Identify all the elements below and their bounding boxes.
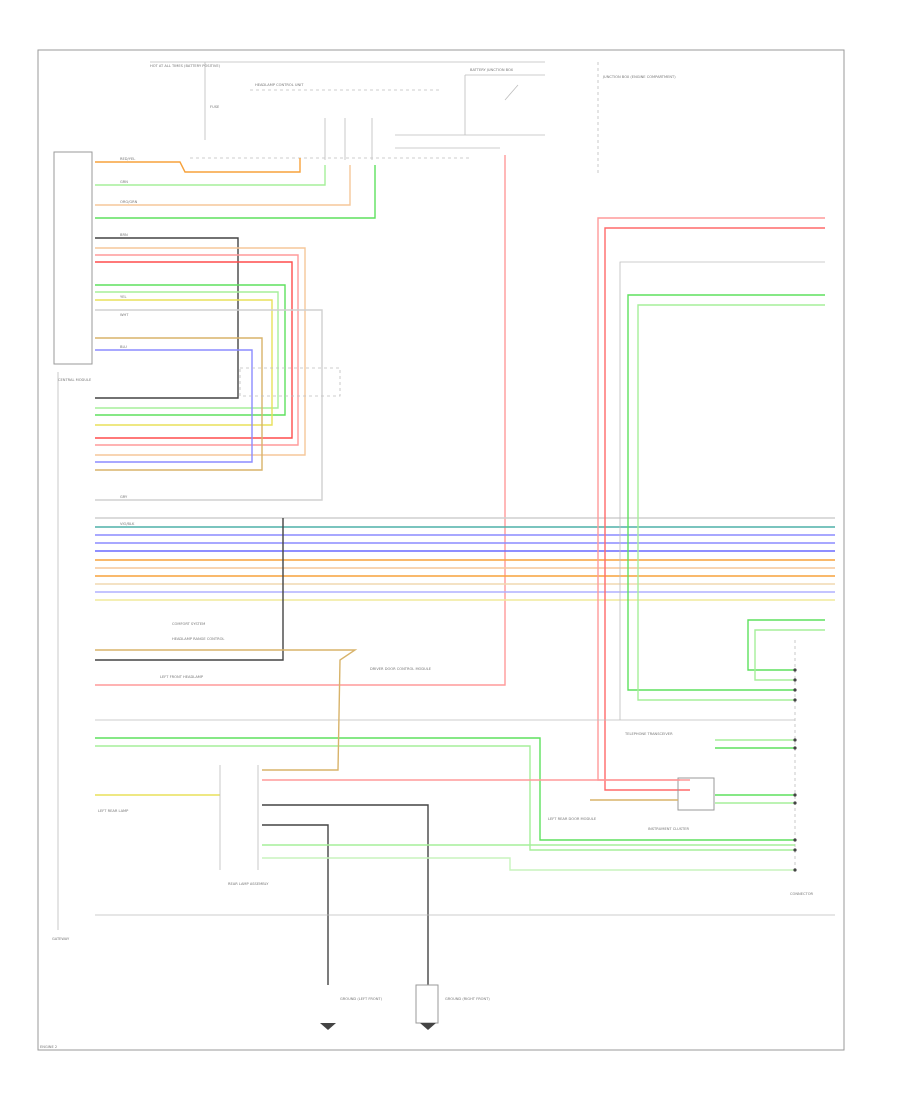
wire-pink-right: [597, 217, 825, 781]
terminal-dot: [793, 738, 797, 742]
wire-red-trunk: [95, 155, 506, 686]
label-ground-right: GROUND (RIGHT FRONT): [445, 997, 490, 1001]
wire-tan-2: [95, 337, 263, 471]
label-telephone: TELEPHONE TRANSCEIVER: [624, 732, 673, 736]
wire-lightgreen-1: [95, 165, 326, 186]
label-top-note: HOT AT ALL TIMES (BATTERY POSITIVE): [150, 64, 221, 68]
label-comfort-system: COMFORT SYSTEM: [172, 622, 205, 626]
wire-dark-ground-left: [262, 824, 329, 985]
ground-symbol-right: [420, 1023, 436, 1030]
label-rear-assembly: REAR LAMP ASSEMBLY: [228, 882, 269, 886]
splice-box: [239, 367, 341, 397]
label-wire-yel: YEL: [120, 295, 126, 299]
label-left-front-lamp: LEFT FRONT HEADLAMP: [160, 675, 204, 679]
diagram-frame: [37, 49, 845, 1051]
terminal-dot: [793, 801, 797, 805]
wire-dark-ground-right: [262, 804, 429, 985]
wire-green-right-3: [747, 619, 825, 671]
label-wire-grn: GRN: [120, 180, 128, 184]
wire-green-3: [95, 291, 279, 409]
label-battery-junction: BATTERY JUNCTION BOX: [470, 68, 514, 72]
label-wire-vio: VIO/BLK: [120, 522, 135, 526]
label-headlamp-control: HEADLAMP CONTROL UNIT: [255, 83, 304, 87]
terminal-dot: [793, 868, 797, 872]
wire-green-1: [95, 165, 376, 219]
wire-green-right-4: [754, 629, 825, 681]
terminal-dot: [793, 678, 797, 682]
wire-dark-vertical: [95, 518, 284, 661]
label-headlamp-range: HEADLAMP RANGE CONTROL: [172, 637, 224, 641]
label-gateway: GATEWAY: [52, 937, 70, 941]
terminal-dot: [793, 688, 797, 692]
terminal-dot: [793, 793, 797, 797]
label-fuse-box: FUSE: [210, 105, 220, 109]
terminal-dot: [793, 746, 797, 750]
wire-green-right-2: [637, 304, 825, 701]
wire-blue-2: [95, 349, 253, 463]
wire-peach-2: [95, 247, 306, 456]
wire-green-right-1: [627, 294, 825, 691]
wire-green-2: [95, 284, 286, 416]
wire-green-lower-1: [95, 737, 795, 841]
label-driver-door: DRIVER DOOR CONTROL MODULE: [370, 667, 432, 671]
terminal-dot: [793, 838, 797, 842]
label-instrument-cluster: INSTRUMENT CLUSTER: [648, 827, 689, 831]
terminal-dot: [793, 668, 797, 672]
label-connector-ref: CONNECTOR: [790, 892, 814, 896]
switch-arm: [504, 84, 519, 101]
label-wire-brn: BRN: [120, 233, 128, 237]
label-wire-gry: GRY: [120, 495, 128, 499]
wire-red-right: [604, 227, 825, 791]
label-junction-box: JUNCTION BOX (ENGINE COMPARTMENT): [602, 75, 676, 79]
wire-tan-lower: [95, 649, 358, 771]
label-left-rear: LEFT REAR LAMP: [98, 809, 129, 813]
wire-pink-2: [95, 254, 299, 446]
label-wire-blu: BLU: [120, 345, 127, 349]
ground-box-right: [415, 984, 439, 1024]
label-wire-red: RED/YEL: [120, 157, 135, 161]
label-left-rear-door: LEFT REAR DOOR MODULE: [548, 817, 597, 821]
terminal-dot: [793, 848, 797, 852]
central-module-box: [53, 151, 93, 365]
wire-red-2: [95, 261, 293, 439]
ground-symbol-left: [320, 1023, 336, 1030]
terminal-dot: [793, 698, 797, 702]
wire-orange-1: [95, 158, 301, 173]
wire-gray-2: [95, 309, 323, 501]
instrument-cluster-box: [677, 777, 715, 811]
label-ground-left: GROUND (LEFT FRONT): [340, 997, 383, 1001]
label-wire-wht: WHT: [120, 313, 129, 317]
label-central-module: CENTRAL MODULE: [58, 378, 92, 382]
wire-gray-right: [619, 261, 825, 720]
wire-lightgreen-door-2: [262, 857, 795, 871]
label-page-ref: ENGINE 2: [40, 1045, 57, 1049]
wire-dark-bundle: [95, 237, 239, 399]
wire-yellow-2: [95, 299, 273, 426]
label-wire-org: ORG/GRN: [120, 200, 138, 204]
wire-peach-1: [95, 165, 351, 206]
wire-green-lower-2: [95, 745, 795, 851]
